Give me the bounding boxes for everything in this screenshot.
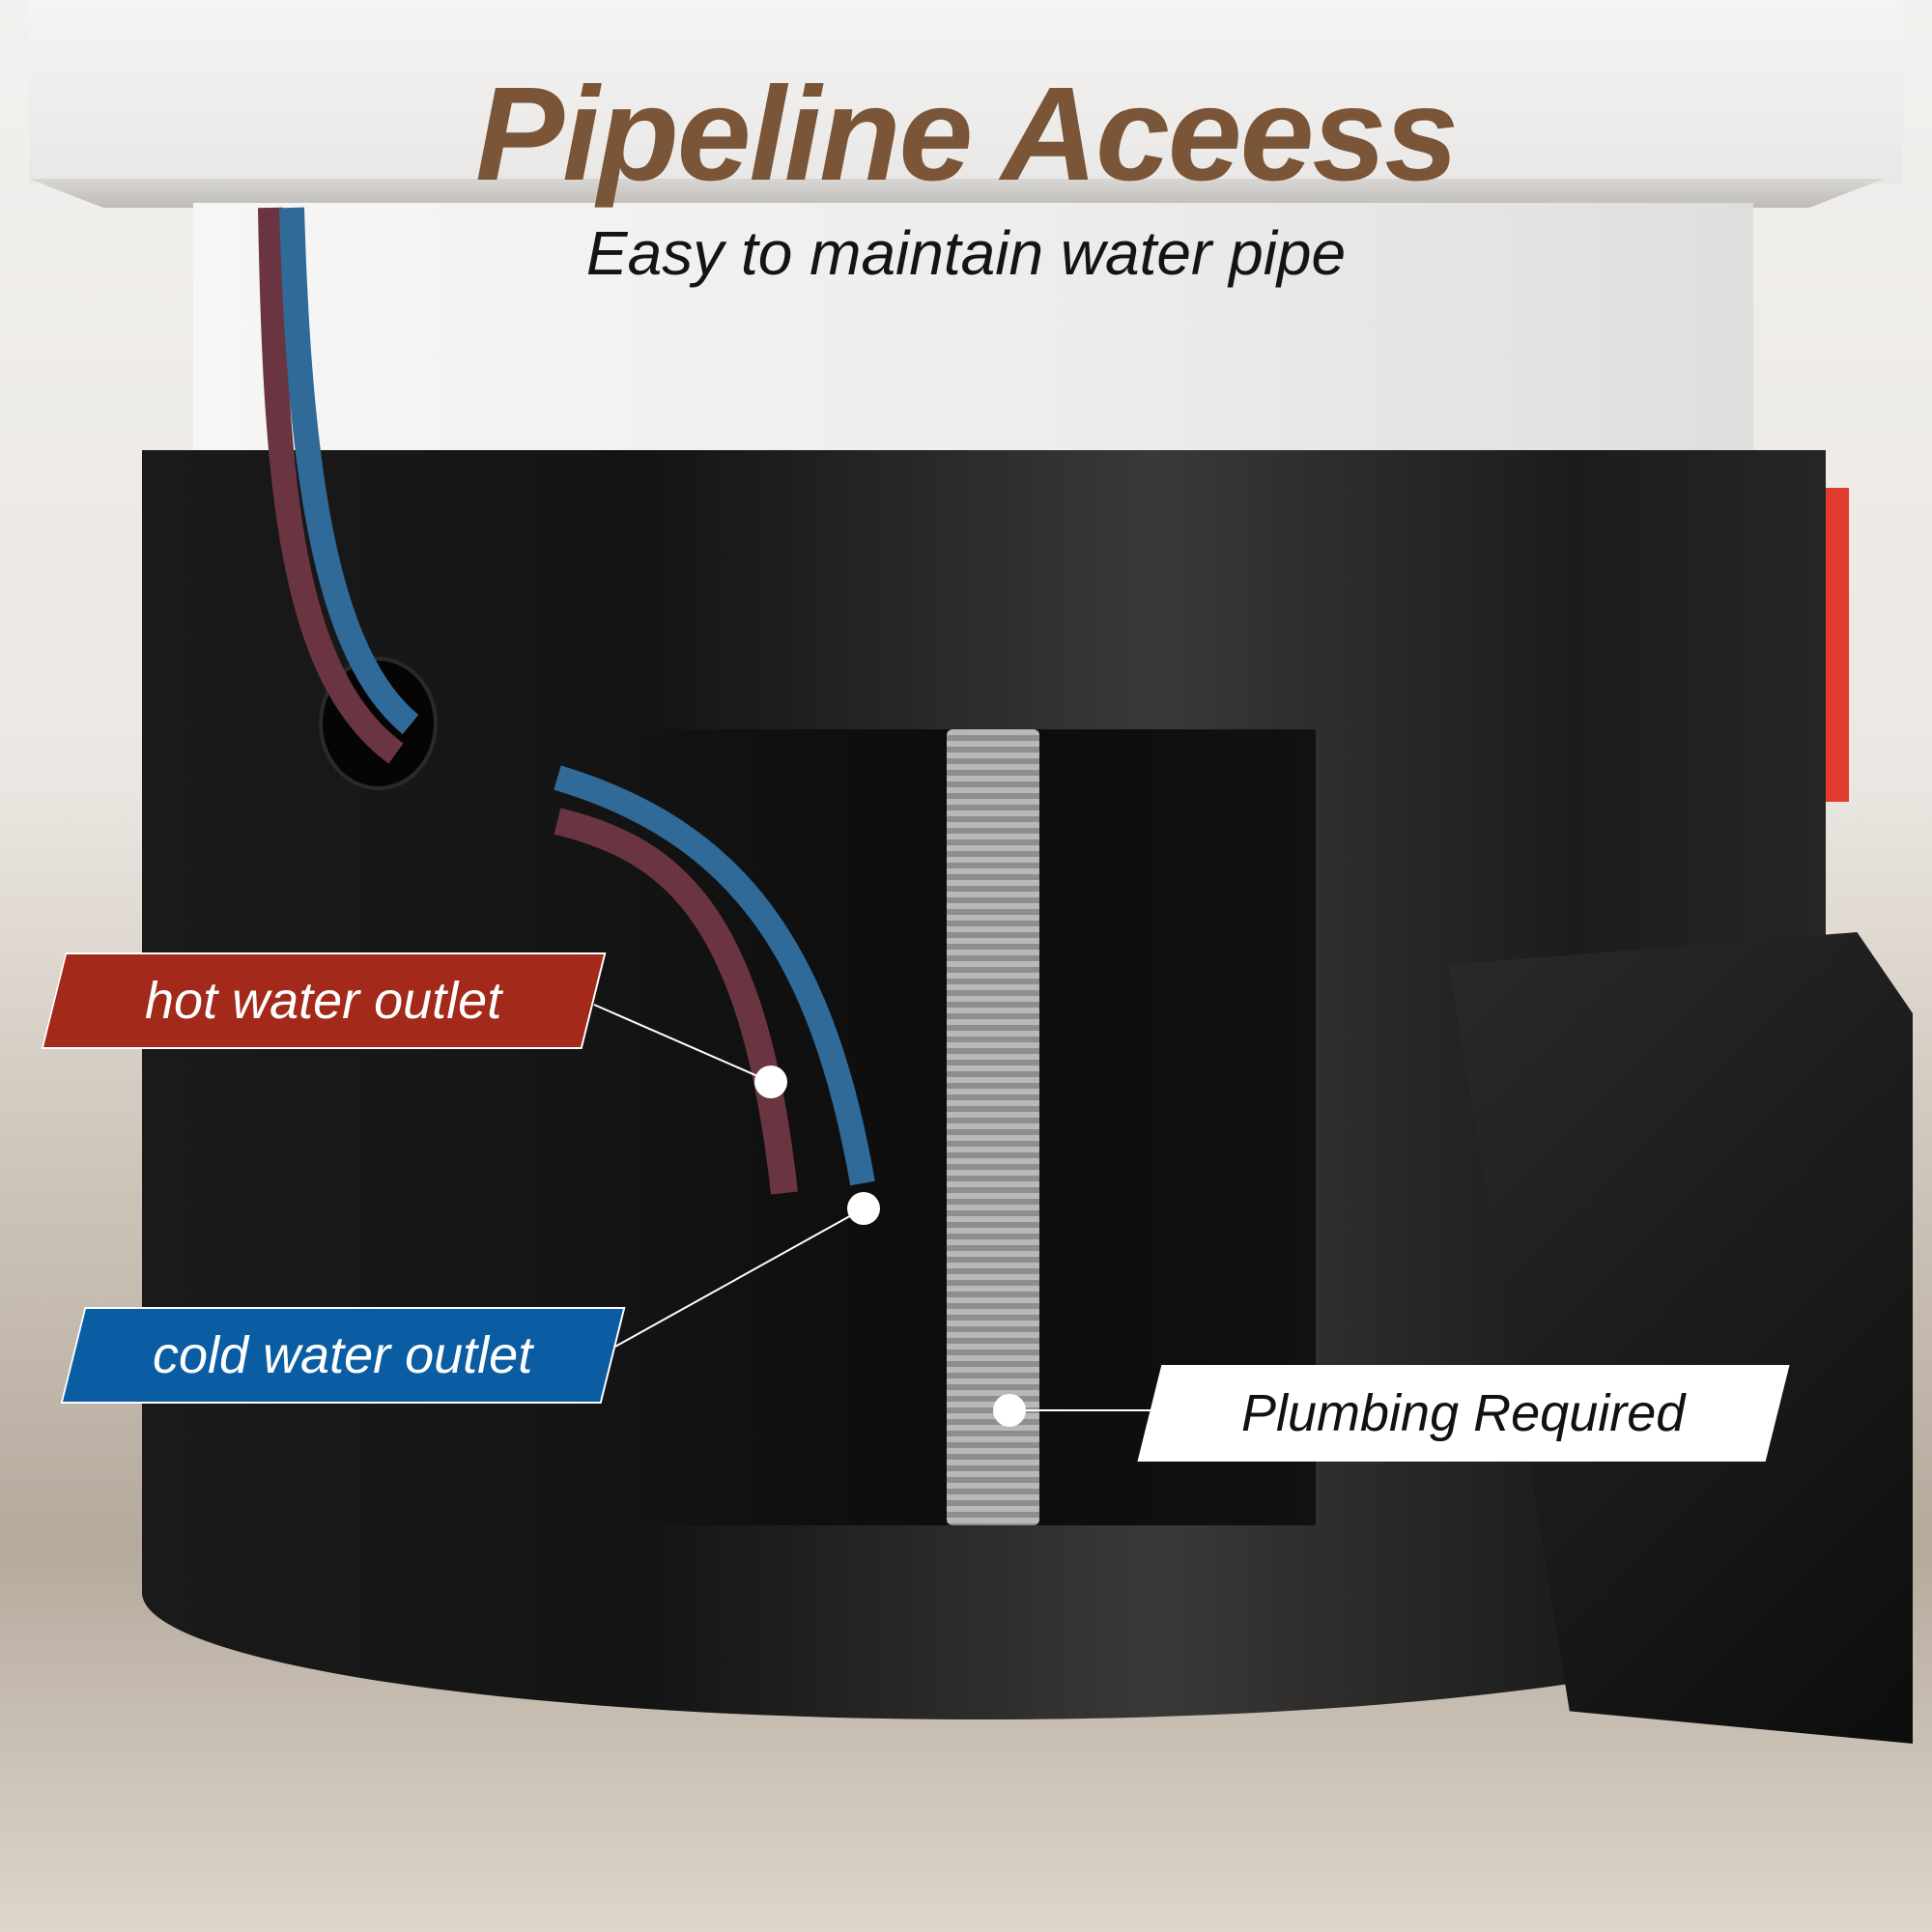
countertop	[29, 0, 1903, 184]
hot-water-outlet-label: hot water outlet	[41, 952, 607, 1049]
plumbing-marker-dot	[993, 1394, 1026, 1427]
cold-hose-top	[279, 207, 419, 735]
hot-water-outlet-text: hot water outlet	[145, 972, 502, 1030]
plumbing-required-label: Plumbing Required	[1137, 1365, 1790, 1462]
hot-hose-top	[258, 207, 404, 764]
hot-marker-dot	[754, 1065, 787, 1098]
drain-pipe	[947, 729, 1039, 1525]
cold-water-outlet-label: cold water outlet	[60, 1307, 626, 1404]
plumbing-required-text: Plumbing Required	[1241, 1384, 1686, 1442]
cold-leader	[612, 1208, 865, 1349]
hot-leader	[593, 1004, 772, 1083]
cold-hose	[554, 765, 875, 1186]
cold-water-outlet-text: cold water outlet	[153, 1326, 533, 1384]
page-title: Pipeline Aceess	[475, 60, 1459, 209]
basin-body	[193, 203, 1753, 464]
page-subtitle: Easy to maintain water pipe	[585, 218, 1347, 288]
cold-marker-dot	[847, 1192, 880, 1225]
red-tab	[1826, 488, 1849, 802]
